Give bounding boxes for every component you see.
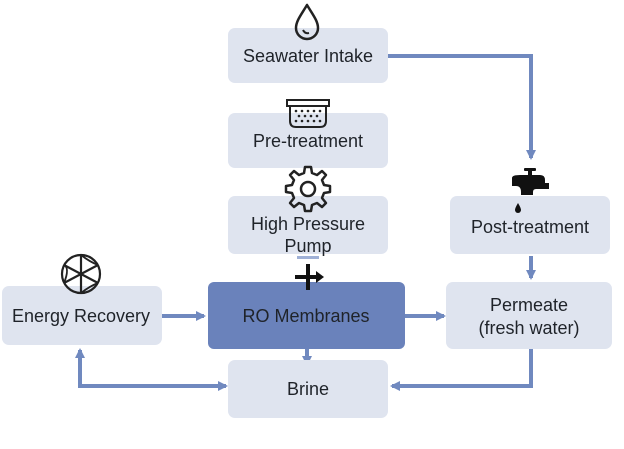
turbine-wheel-icon (60, 253, 102, 295)
high-pressure-pump-label-line2: Pump (284, 236, 331, 256)
arrow-intake-to-posttreatment (388, 54, 536, 160)
node-pre-treatment: Pre-treatment (228, 113, 388, 168)
brine-label: Brine (287, 379, 329, 399)
faucet-icon (512, 168, 549, 213)
arrow-permeate-to-brine (390, 349, 533, 391)
high-pressure-pump-label-line1: High Pressure (251, 214, 365, 234)
node-permeate: Permeate (fresh water) (446, 282, 612, 349)
water-drop-icon (294, 3, 320, 41)
arrow-brine-to-energy (78, 364, 228, 391)
permeate-label-line2: (fresh water) (478, 318, 579, 338)
connectors (75, 54, 536, 391)
node-ro-membranes: RO Membranes (208, 282, 405, 349)
filter-icon (286, 99, 330, 128)
energy-recovery-label: Energy Recovery (12, 306, 150, 326)
gear-icon (284, 165, 332, 213)
pre-treatment-label: Pre-treatment (253, 131, 363, 151)
node-seawater-intake: Seawater Intake (228, 28, 388, 83)
permeate-label-line1: Permeate (490, 295, 568, 315)
post-treatment-label: Post-treatment (471, 217, 589, 237)
node-post-treatment: Post-treatment (450, 196, 610, 254)
plus-arrow-icon (295, 256, 324, 290)
ro-membranes-label: RO Membranes (242, 306, 369, 326)
node-brine: Brine (228, 360, 388, 418)
node-high-pressure-pump: High Pressure Pump (228, 196, 388, 256)
node-energy-recovery: Energy Recovery (2, 286, 162, 345)
seawater-intake-label: Seawater Intake (243, 46, 373, 66)
